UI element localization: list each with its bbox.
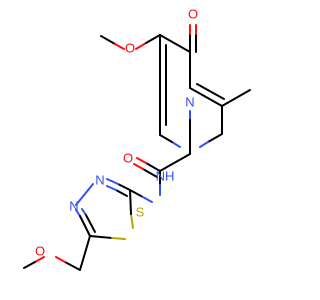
bond-thiadiazole-n3-n4 bbox=[75, 183, 94, 206]
bond-ch2-ether-o bbox=[55, 256, 66, 263]
bond-thiadiazole-n4-c5 bbox=[75, 209, 81, 217]
bond-amide-co bbox=[145, 162, 161, 172]
bond-thiadiazole-c2-n3 bbox=[117, 183, 131, 191]
amide-nh-label: NH bbox=[156, 169, 175, 184]
bond-thiadiazole-c5-s bbox=[89, 235, 113, 239]
bond-amide-co-double bbox=[142, 168, 158, 178]
bond-thiadiazole-n3-c2 bbox=[106, 178, 119, 185]
bond-ring-n-c7 bbox=[199, 141, 209, 148]
bond-thiadiazole-c2-n3-double bbox=[115, 189, 128, 197]
thiadiazole-n4-label: N bbox=[69, 199, 78, 214]
bond-thiadiazole-s-c2 bbox=[130, 213, 134, 229]
bond-ring-c8-n bbox=[159, 134, 173, 143]
bond-ring-methyl bbox=[221, 89, 251, 107]
thiadiazole-sulfur-label: S bbox=[136, 205, 145, 220]
bond-ether-methyl-o bbox=[34, 256, 45, 263]
bond-nh-thiadiazole-n bbox=[140, 195, 153, 203]
molecule-structure-diagram: O O N O NH N N S O bbox=[23, 7, 251, 271]
bond-thiadiazole-c5-n4-double bbox=[85, 214, 96, 233]
thiadiazole-n3-label: N bbox=[95, 173, 104, 188]
bond-c5-ch2 bbox=[79, 235, 91, 271]
bond-thiadiazole-c2-s bbox=[129, 189, 132, 215]
bonds bbox=[23, 24, 251, 271]
bond-methoxy-methyl bbox=[100, 35, 116, 45]
methoxy-oxygen-label: O bbox=[125, 41, 135, 56]
bond-ring-n-c8 bbox=[171, 141, 181, 148]
bond-ch2-carbonyl bbox=[159, 153, 191, 172]
bond-ring-c3-c4 bbox=[159, 34, 191, 53]
bond-ring-c7-n bbox=[207, 133, 223, 143]
ring-oxo-oxygen-label: O bbox=[188, 7, 198, 22]
bond-thiadiazole-s-c5 bbox=[111, 237, 126, 240]
bond-ring-c5-c6-double bbox=[196, 83, 225, 100]
bond-ring-c5-c6 bbox=[189, 87, 223, 107]
ether-oxygen-label: O bbox=[35, 244, 45, 259]
bond-thiadiazole-c5-n4 bbox=[79, 215, 91, 237]
bond-thiadiazole-n3-c2-double bbox=[106, 185, 117, 191]
bond-nh-thiadiazole bbox=[129, 189, 142, 197]
pyridone-nitrogen-label: N bbox=[185, 95, 194, 110]
amide-oxygen-label: O bbox=[123, 151, 133, 166]
bond-amide-co-double-o bbox=[133, 163, 144, 170]
bond-thiadiazole-n4-c5-double bbox=[81, 208, 87, 216]
bond-ether-methyl bbox=[23, 261, 36, 269]
bond-methoxy-ring-o bbox=[135, 42, 147, 50]
atom-labels: O O N O NH N N S O bbox=[35, 7, 198, 259]
bond-methoxy-methyl-o bbox=[114, 43, 125, 50]
bond-methoxy-ring bbox=[145, 34, 161, 44]
bond-ch2-ether bbox=[64, 261, 81, 271]
bond-amide-co-o bbox=[136, 157, 147, 164]
